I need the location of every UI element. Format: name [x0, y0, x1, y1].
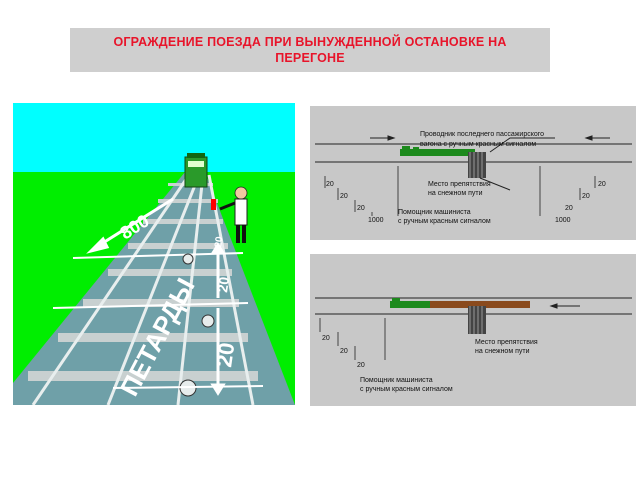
sky [13, 103, 295, 172]
bottom-protection-diagram: 20 20 20 Место препятствия на снежном пу… [310, 254, 636, 406]
dist-20-d: 20 [565, 205, 573, 212]
obstacle-label-line2: на снежном пути [428, 190, 483, 197]
petard-markers [52, 252, 264, 397]
train-consist [390, 298, 530, 308]
direction-arrows [549, 303, 580, 309]
title-banner: ОГРАЖДЕНИЕ ПОЕЗДА ПРИ ВЫНУЖДЕННОЙ ОСТАНО… [70, 28, 550, 72]
dist-20-c: 20 [357, 205, 365, 212]
obstacle-block [468, 152, 486, 178]
distance-arrows [86, 197, 226, 396]
dist-1000-right: 1000 [555, 217, 571, 224]
top-protection-diagram: Проводник последнего пассажирского вагон… [310, 106, 636, 240]
dist-20-b: 20 [340, 193, 348, 200]
train-consist [400, 146, 475, 156]
obstacle-label-line1: Место препятствия [428, 181, 491, 188]
obstacle-block [468, 306, 486, 334]
leader-lines [479, 137, 555, 191]
assistant-label-line2: с ручным красным сигналом [360, 386, 453, 393]
conductor-label-line2: вагона с ручным красным сигналом [420, 141, 536, 148]
page-title: ОГРАЖДЕНИЕ ПОЕЗДА ПРИ ВЫНУЖДЕННОЙ ОСТАНО… [113, 35, 507, 65]
dist-20-b: 20 [340, 348, 348, 355]
label-20-big: 20 [211, 341, 239, 369]
dimension-marks [324, 166, 596, 216]
label-20-small: 20 [213, 235, 226, 248]
obstacle-label-line1: Место препятствия [475, 339, 538, 346]
assistant-label-line2: с ручным красным сигналом [398, 218, 491, 225]
signalman-figure [211, 186, 248, 243]
assistant-label-line1: Помощник машиниста [398, 209, 471, 216]
rails [31, 174, 255, 405]
dist-20-a: 20 [326, 181, 334, 188]
dist-20-e: 20 [582, 193, 590, 200]
direction-arrows [370, 135, 610, 141]
train-far [184, 153, 208, 188]
obstacle-label-line2: на снежном пути [475, 348, 530, 355]
conductor-label-line1: Проводник последнего пассажирского [420, 131, 544, 138]
assistant-label-line1: Помощник машиниста [360, 377, 433, 384]
dist-20-a: 20 [322, 335, 330, 342]
perspective-track-scene: 800 ПЕТАРДЫ 20 20 20 [13, 103, 295, 405]
label-20-mid: 20 [214, 276, 232, 294]
dist-20-c: 20 [357, 362, 365, 369]
dimension-marks [319, 318, 386, 360]
dist-20-f: 20 [598, 181, 606, 188]
dist-1000-left: 1000 [368, 217, 384, 224]
red-flag-icon [211, 199, 216, 210]
